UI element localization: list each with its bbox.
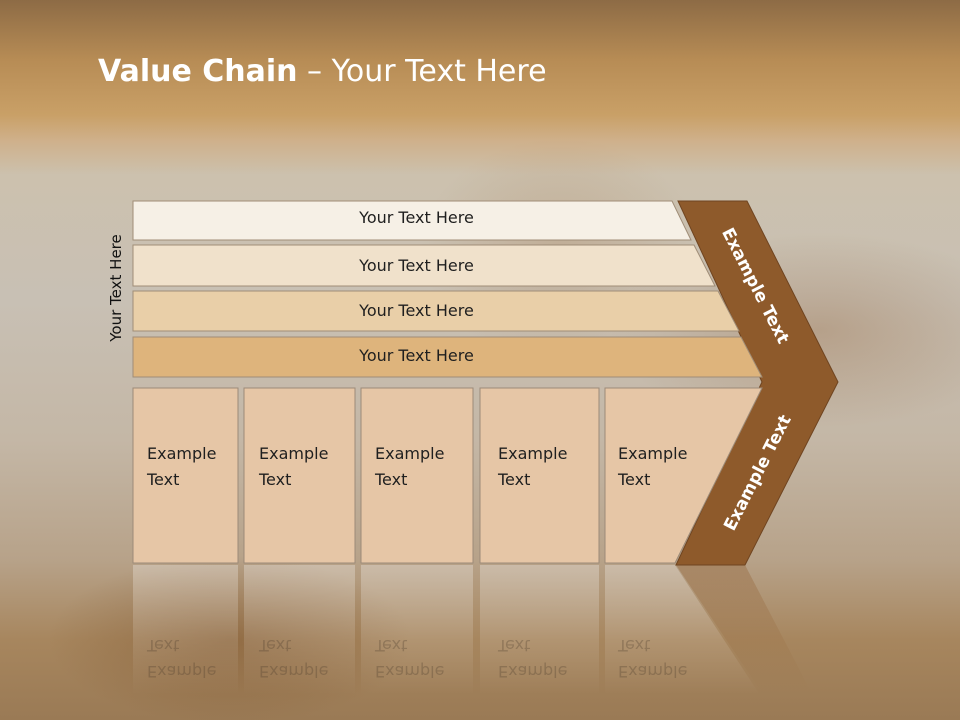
reflection-line2: Text [375,636,408,655]
reflection-line2: Text [147,636,180,655]
support-row-label: Your Text Here [359,208,474,227]
column-label-reflection: Example Text [618,632,687,684]
reflection-line1: Example [259,662,329,681]
support-row-shape [132,290,740,332]
arrow-reflection [676,565,810,690]
margin-arrow [675,200,839,566]
column-label-line1: Example [259,444,329,463]
primary-column-shape [132,387,239,564]
support-row-label: Your Text Here [359,256,474,275]
column-label-line1: Example [375,444,445,463]
column-label-line2: Text [147,470,180,489]
primary-column-shape [479,387,600,564]
slide-title: Value Chain – Your Text Here [98,54,547,89]
support-row-shape [132,336,763,378]
column-reflection [244,565,355,695]
column-label-line2: Text [375,470,408,489]
reflection-line1: Example [375,662,445,681]
column-reflection [605,565,760,695]
support-row-shape [132,244,716,287]
column-label-reflection: Example Text [259,632,328,684]
slide-title-bold: Value Chain [98,54,298,89]
primary-column-shape [360,387,474,564]
support-row-label: Your Text Here [359,346,474,365]
column-label-line2: Text [259,470,292,489]
reflection-line2: Text [498,636,531,655]
reflection [133,565,810,695]
column-reflection [480,565,599,695]
primary-column-shape [243,387,356,564]
reflection-line1: Example [498,662,568,681]
column-label-line1: Example [618,444,688,463]
column-label-reflection: Example Text [375,632,444,684]
support-row-shape [132,200,692,241]
column-label-line1: Example [498,444,568,463]
column-label-line1: Example [147,444,217,463]
primary-column-shape [604,387,763,564]
reflection-line1: Example [147,662,217,681]
column-label-line2: Text [498,470,531,489]
column-label-reflection: Example Text [498,632,567,684]
reflection-line2: Text [259,636,292,655]
column-reflection [133,565,238,695]
reflection-line2: Text [618,636,651,655]
support-row-label: Your Text Here [359,301,474,320]
column-label-reflection: Example Text [147,632,216,684]
column-reflection [361,565,473,695]
column-label-line2: Text [618,470,651,489]
slide-title-rest: – Your Text Here [297,54,547,89]
reflection-line1: Example [618,662,688,681]
